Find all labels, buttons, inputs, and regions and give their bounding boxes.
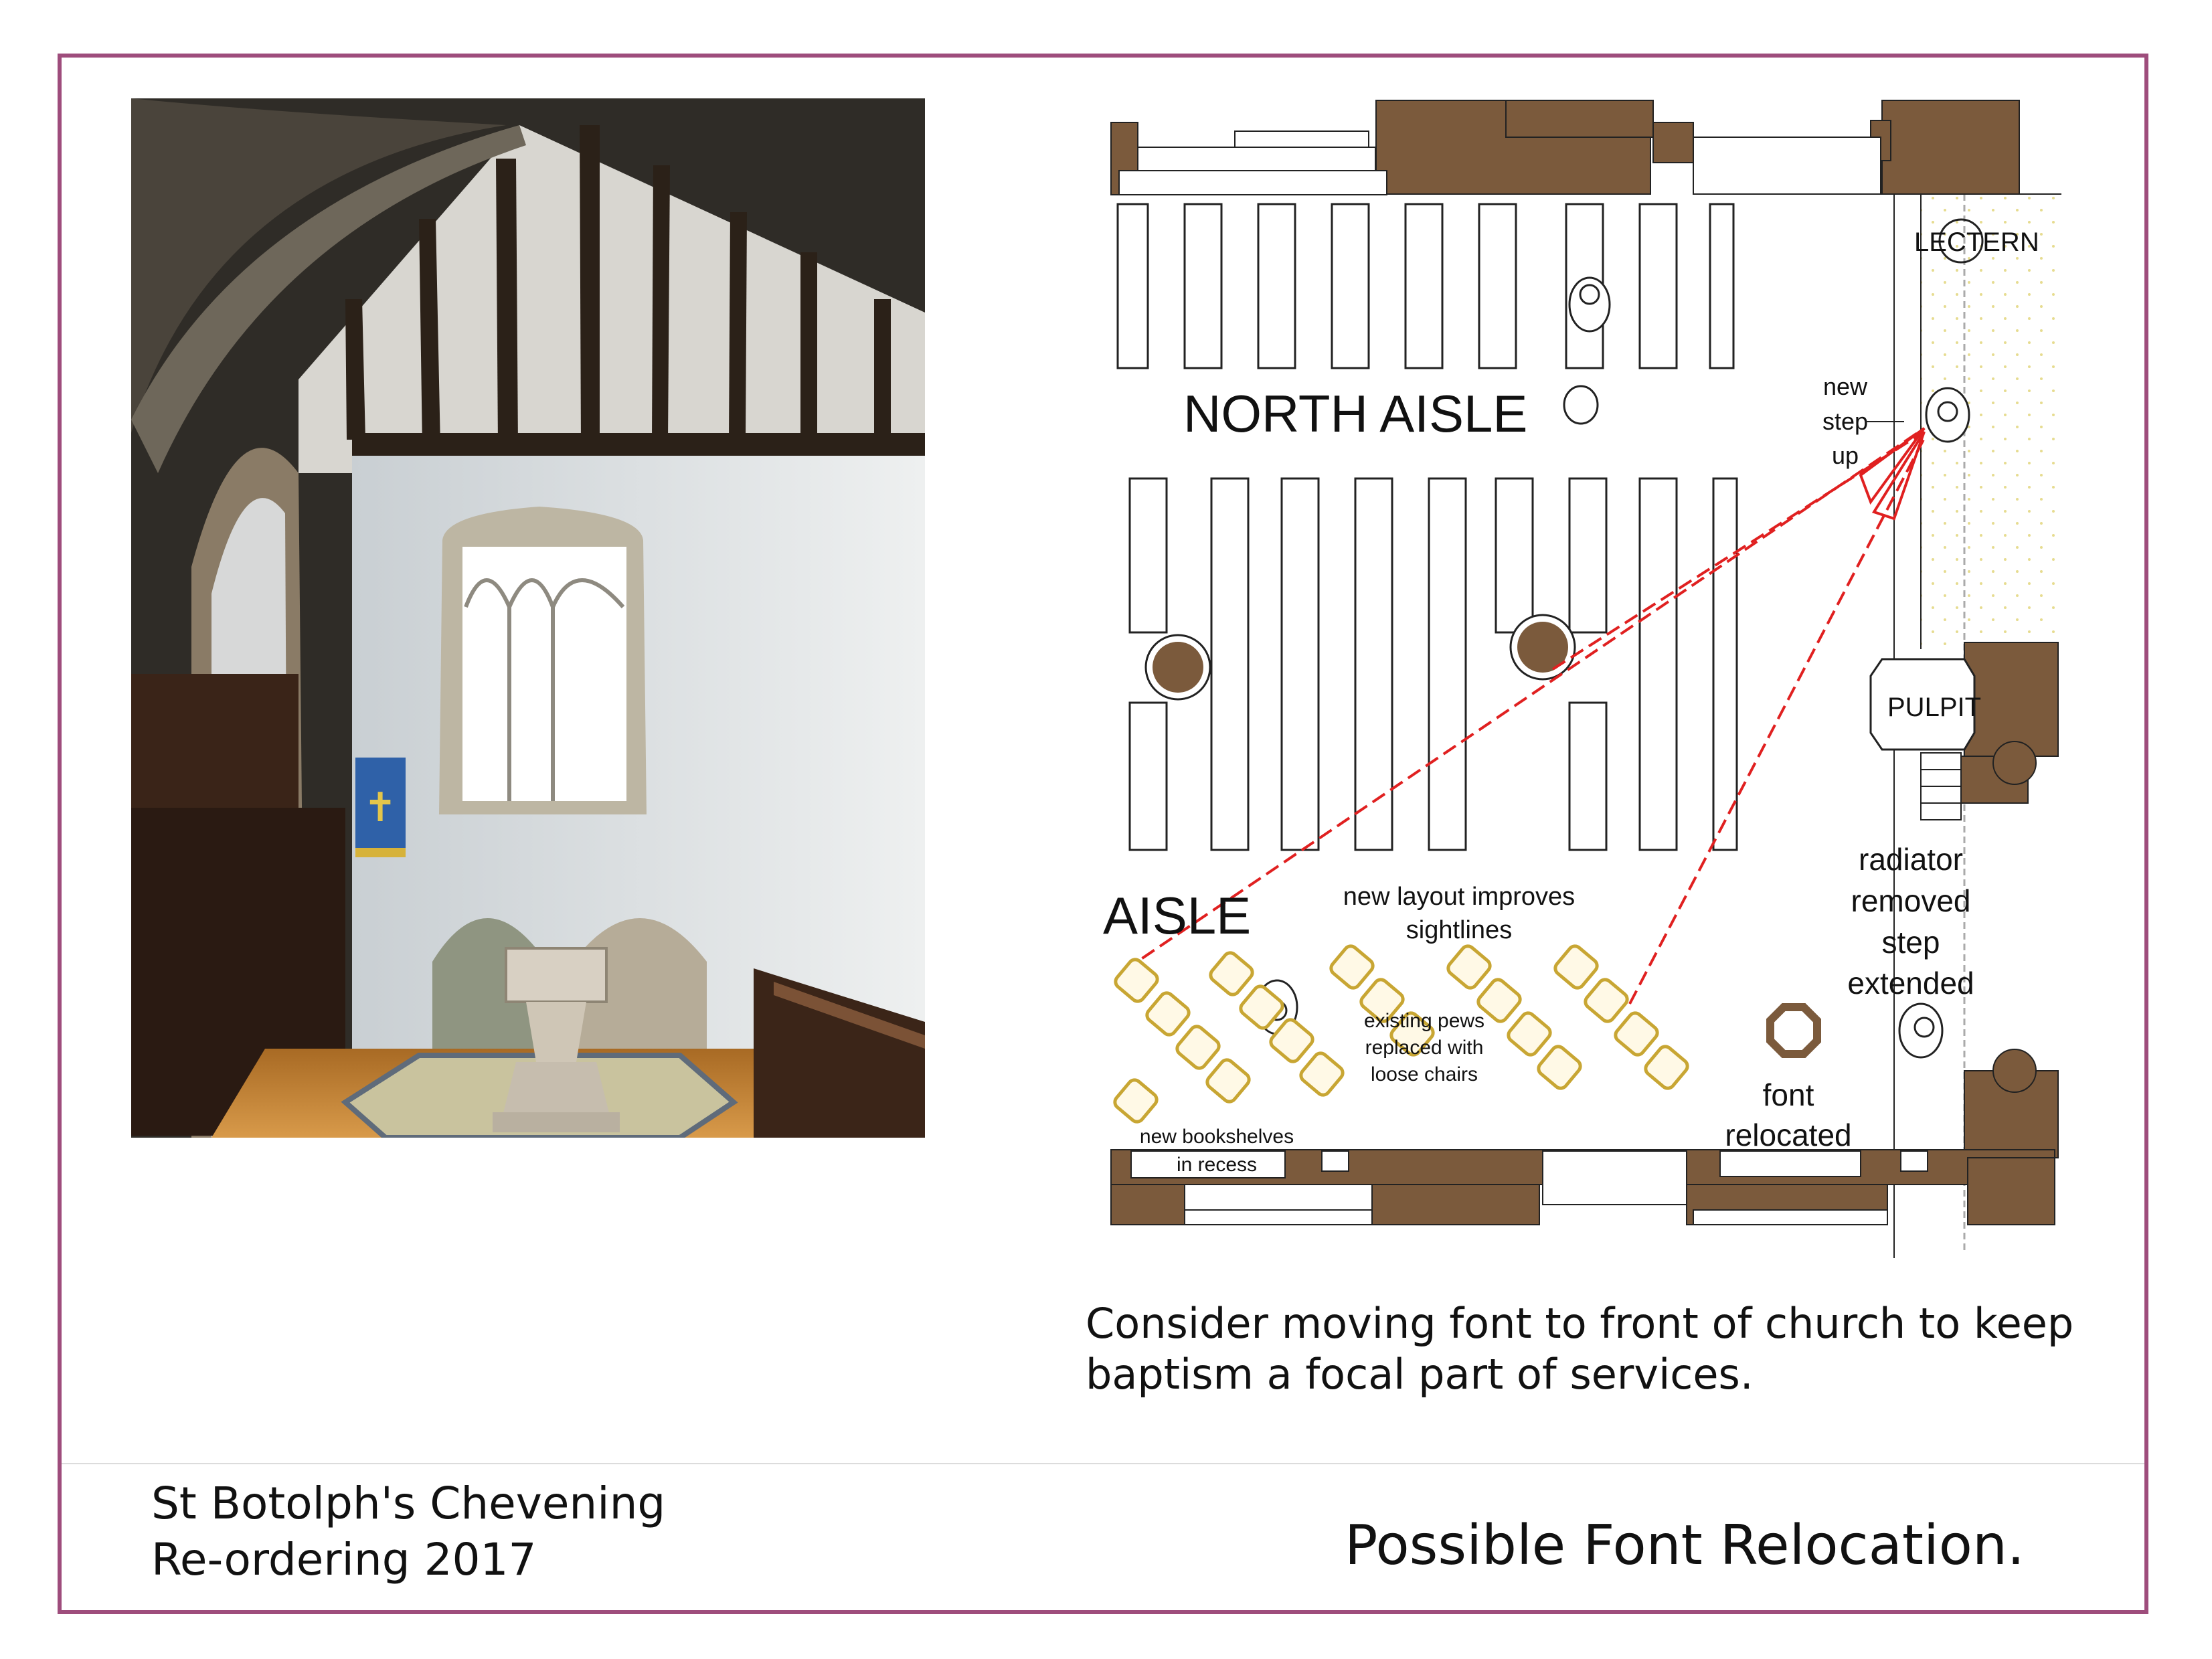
relocated-font xyxy=(1766,1003,1821,1058)
sheet-title: Possible Font Relocation. xyxy=(1344,1514,2025,1577)
east-wall xyxy=(1960,642,2059,1158)
project-name: St Botolph's Chevening xyxy=(151,1478,666,1529)
svg-text:in recess: in recess xyxy=(1177,1154,1257,1176)
svg-text:relocated: relocated xyxy=(1725,1118,1851,1152)
columns xyxy=(1144,614,1576,701)
aisle-label: AISLE xyxy=(1103,886,1251,945)
pulpit-label: PULPIT xyxy=(1887,693,1981,722)
sightlines xyxy=(1123,427,1926,1005)
svg-text:sightlines: sightlines xyxy=(1406,916,1512,944)
svg-text:✝: ✝ xyxy=(363,784,397,831)
layout-note: new layout improves sightlines xyxy=(1343,883,1575,944)
pews-lower xyxy=(1128,477,1738,851)
lectern-label: LECTERN xyxy=(1914,228,2039,257)
svg-text:radiator: radiator xyxy=(1859,842,1963,877)
svg-text:new bookshelves: new bookshelves xyxy=(1140,1126,1294,1148)
caption: Consider moving font to front of church … xyxy=(1086,1299,2074,1399)
loose-chairs xyxy=(1113,944,1689,1124)
svg-text:loose chairs: loose chairs xyxy=(1371,1063,1478,1085)
footer-divider xyxy=(62,1463,2144,1464)
new-step-up-note: new step up xyxy=(1822,373,1868,469)
pews-upper xyxy=(1116,203,1735,369)
bookshelves-note: new bookshelves in recess xyxy=(1140,1126,1294,1176)
svg-text:step: step xyxy=(1822,408,1868,435)
font-relocated-note: font relocated xyxy=(1725,1077,1851,1152)
north-wall xyxy=(1110,100,2020,195)
pulpit xyxy=(1869,658,1976,751)
project-year: Re-ordering 2017 xyxy=(151,1534,537,1585)
svg-text:extended: extended xyxy=(1847,966,1974,1000)
svg-text:existing pews: existing pews xyxy=(1364,1010,1484,1032)
svg-text:new layout improves: new layout improves xyxy=(1343,883,1575,911)
radiator-note: radiator removed step extended xyxy=(1847,842,1974,1000)
page-frame xyxy=(58,54,2148,1614)
church-interior-photo: ✝ xyxy=(131,98,925,1138)
north-aisle-label: NORTH AISLE xyxy=(1183,384,1527,443)
svg-text:replaced with: replaced with xyxy=(1365,1037,1484,1059)
svg-text:font: font xyxy=(1763,1077,1814,1112)
font-photo xyxy=(493,947,620,1132)
svg-text:new: new xyxy=(1823,373,1868,400)
svg-text:removed: removed xyxy=(1851,883,1971,918)
pews-note: existing pews replaced with loose chairs xyxy=(1364,1010,1484,1085)
svg-text:step: step xyxy=(1882,925,1940,960)
lectern xyxy=(1938,218,1984,264)
svg-text:up: up xyxy=(1832,442,1859,469)
